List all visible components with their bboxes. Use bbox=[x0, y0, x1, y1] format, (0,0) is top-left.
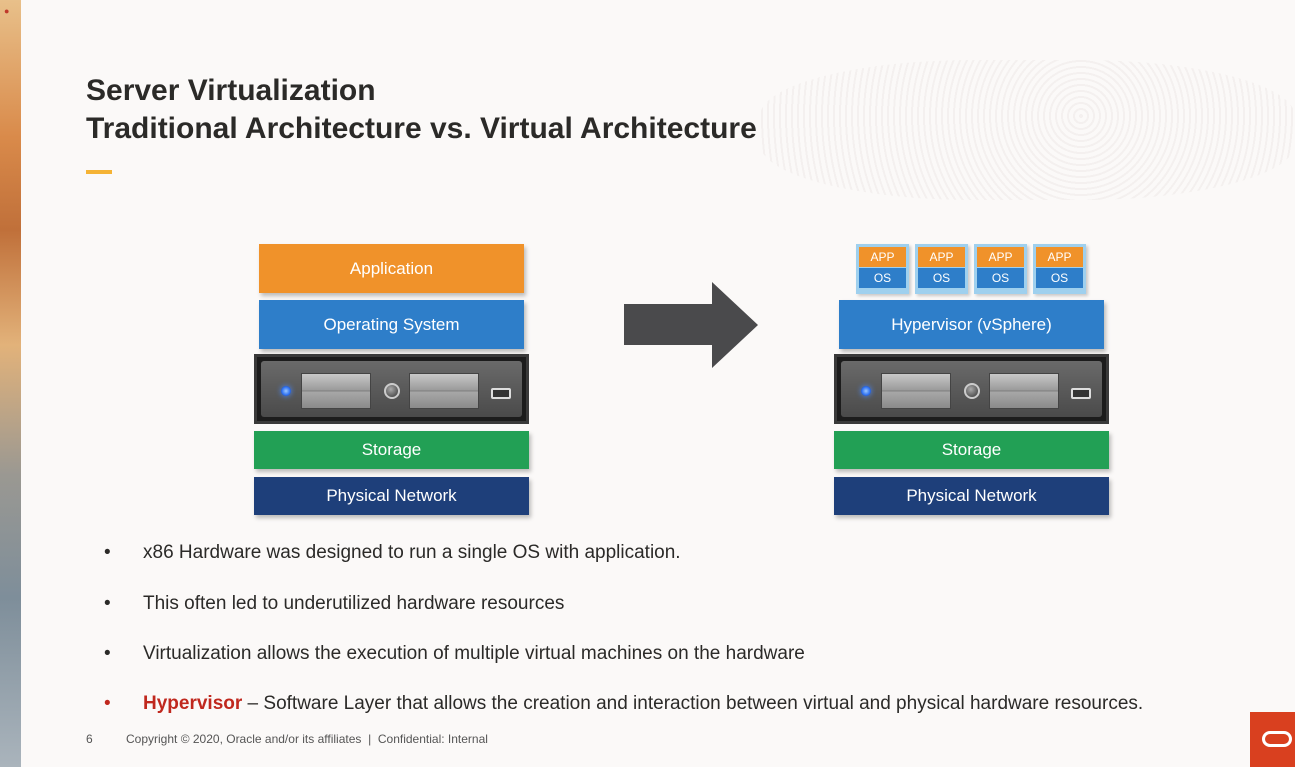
traditional-os-block: Operating System bbox=[259, 300, 524, 349]
power-led-icon bbox=[281, 386, 291, 396]
drive-bay-1 bbox=[301, 373, 371, 409]
vm-os-label: OS bbox=[859, 268, 906, 288]
traditional-application-block: Application bbox=[259, 244, 524, 293]
bullet-text: x86 Hardware was designed to run a singl… bbox=[143, 542, 681, 563]
virtual-storage-block: Storage bbox=[834, 431, 1109, 469]
right-arrow-icon bbox=[624, 282, 758, 368]
traditional-network-block: Physical Network bbox=[254, 477, 529, 515]
bullet-text: Hypervisor – Software Layer that allows … bbox=[143, 693, 1143, 715]
vm-3: APP OS bbox=[974, 244, 1027, 294]
virtual-server-hardware-icon bbox=[834, 354, 1109, 424]
left-decorative-strip: ● bbox=[0, 0, 21, 767]
background-texture bbox=[760, 60, 1295, 200]
vm-1: APP OS bbox=[856, 244, 909, 294]
vm-app-label: APP bbox=[1036, 247, 1083, 267]
bullet-dot: • bbox=[104, 542, 111, 563]
title-line-1: Server Virtualization bbox=[86, 74, 376, 107]
server-port-icon bbox=[1071, 388, 1091, 399]
traditional-server-hardware-icon bbox=[254, 354, 529, 424]
server-knob-icon bbox=[964, 383, 980, 399]
vm-app-label: APP bbox=[918, 247, 965, 267]
oracle-logo-icon bbox=[1250, 712, 1295, 767]
server-knob-icon bbox=[384, 383, 400, 399]
hypervisor-highlight: Hypervisor bbox=[143, 693, 243, 714]
vm-os-label: OS bbox=[918, 268, 965, 288]
vm-4: APP OS bbox=[1033, 244, 1086, 294]
hypervisor-block: Hypervisor (vSphere) bbox=[839, 300, 1104, 349]
hypervisor-definition: – Software Layer that allows the creatio… bbox=[242, 693, 1144, 714]
vm-app-label: APP bbox=[977, 247, 1024, 267]
bullet-dot: • bbox=[104, 643, 111, 664]
power-led-icon bbox=[861, 386, 871, 396]
page-number: 6 bbox=[86, 732, 93, 746]
bullet-text: Virtualization allows the execution of m… bbox=[143, 643, 805, 664]
virtual-network-block: Physical Network bbox=[834, 477, 1109, 515]
drive-bay-1 bbox=[881, 373, 951, 409]
vm-2: APP OS bbox=[915, 244, 968, 294]
drive-bay-2 bbox=[409, 373, 479, 409]
vm-os-label: OS bbox=[1036, 268, 1083, 288]
slide-title: Server Virtualization Traditional Archit… bbox=[86, 72, 757, 148]
bullet-dot: • bbox=[104, 693, 111, 714]
vm-app-label: APP bbox=[859, 247, 906, 267]
drive-bay-2 bbox=[989, 373, 1059, 409]
bullet-text: This often led to underutilized hardware… bbox=[143, 593, 565, 614]
vm-os-label: OS bbox=[977, 268, 1024, 288]
bullet-dot: • bbox=[104, 593, 111, 614]
title-line-2: Traditional Architecture vs. Virtual Arc… bbox=[86, 112, 757, 145]
server-port-icon bbox=[491, 388, 511, 399]
title-accent-line bbox=[86, 170, 112, 174]
traditional-storage-block: Storage bbox=[254, 431, 529, 469]
copyright-text: Copyright © 2020, Oracle and/or its affi… bbox=[126, 732, 488, 746]
app-indicator-icon: ● bbox=[4, 6, 10, 16]
